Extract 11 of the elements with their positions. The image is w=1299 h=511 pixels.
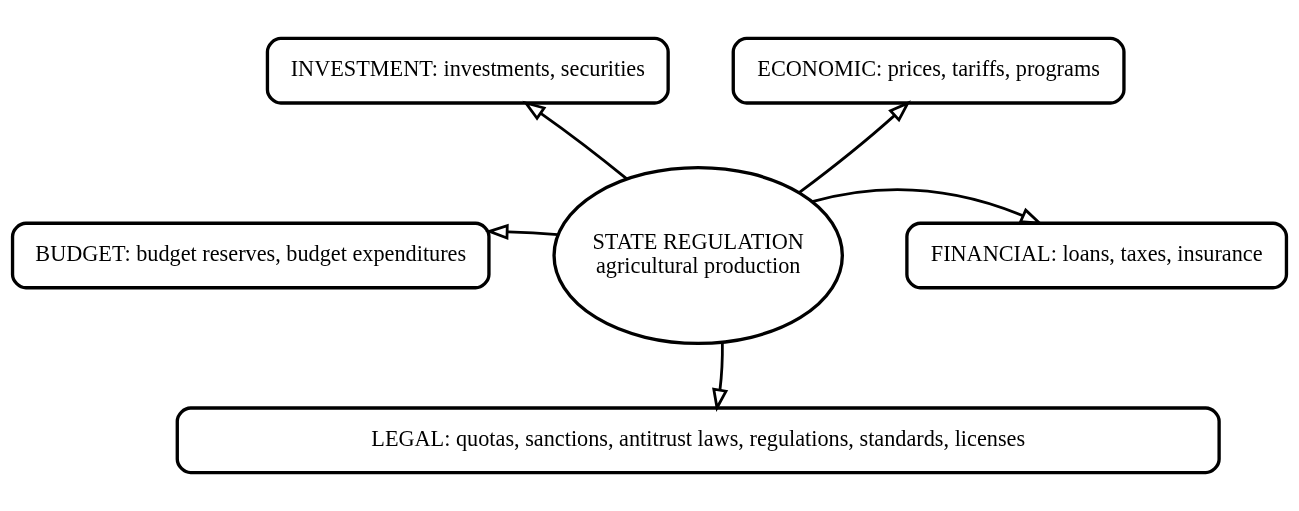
arrow [522,100,628,180]
node-box: FINANCIAL: loans, taxes, insurance [905,221,1289,290]
arrow [811,188,1044,225]
node-box: ECONOMIC: prices, tariffs, programs [731,36,1126,105]
node-box: BUDGET: budget reserves, budget expenditures [10,221,491,290]
node-ellipse: STATE REGULATION agricultural production [552,165,844,346]
arrow [798,100,911,194]
arrow [485,223,558,241]
arrow [712,342,729,412]
node-box: INVESTMENT: investments, securities [265,36,670,105]
node-box: LEGAL: quotas, sanctions, antitrust laws, regulations, standards, licenses [175,406,1221,475]
